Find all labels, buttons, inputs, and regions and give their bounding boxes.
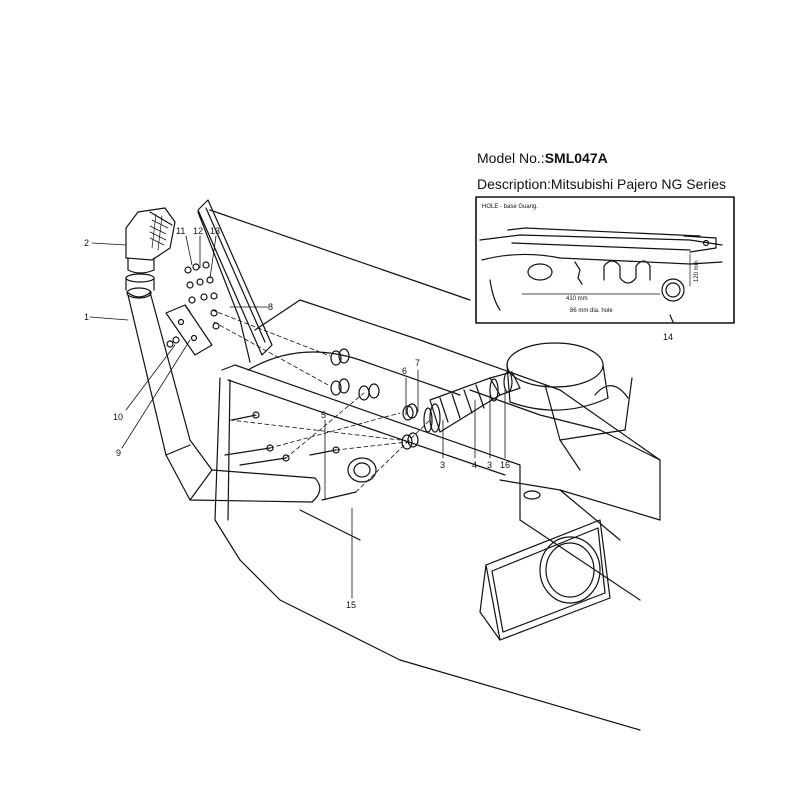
hood-outline	[254, 299, 661, 541]
callout-13: 13	[210, 226, 220, 236]
callout-15: 15	[346, 600, 356, 610]
bolt-stack	[166, 261, 220, 348]
callout-11: 11	[176, 226, 185, 236]
fender-studs	[224, 411, 357, 501]
inset-dim-horizontal: 410 mm	[566, 296, 588, 302]
windscreen-frame	[197, 199, 471, 363]
snorkel-body	[126, 287, 321, 503]
leader-lines	[89, 235, 506, 599]
callout-16: 16	[500, 460, 510, 470]
description-label: Description:	[477, 176, 551, 192]
callout-7: 7	[415, 358, 420, 368]
hole-position-inset	[475, 196, 735, 324]
callout-6: 6	[402, 366, 407, 376]
callout-12: 12	[193, 226, 203, 236]
air-ram-head	[125, 207, 176, 291]
alignment-lines	[211, 309, 431, 493]
fender-outline	[214, 351, 641, 731]
callout-4: 4	[472, 460, 477, 470]
inset-dim-vertical: 120 mm	[694, 260, 700, 282]
callout-14: 14	[663, 332, 673, 342]
callout-2: 2	[84, 238, 89, 248]
washer-nut-chain	[330, 348, 419, 450]
air-cleaner-box	[506, 342, 633, 471]
callout-1: 1	[84, 312, 89, 322]
callout-5: 5	[321, 410, 326, 420]
callout-3b: 3	[487, 460, 492, 470]
inset-title: HOLE - base Guang.	[482, 204, 538, 210]
inset-hole-note: 86 mm dia. hole	[570, 308, 613, 314]
mounting-bracket	[165, 304, 213, 356]
model-value: SML047A	[544, 150, 608, 166]
model-number-line: Model No.:SML047A	[477, 150, 608, 166]
callout-9: 9	[116, 448, 121, 458]
headlight-housing	[479, 519, 611, 641]
callout-8: 8	[268, 302, 273, 312]
hose-clamps	[423, 371, 513, 433]
callout-3a: 3	[440, 460, 445, 470]
description-value: Mitsubishi Pajero NG Series	[550, 176, 726, 192]
description-line: Description:Mitsubishi Pajero NG Series	[477, 176, 726, 192]
model-label: Model No.:	[477, 150, 545, 166]
fender-grommet	[347, 457, 377, 483]
callout-10: 10	[113, 412, 123, 422]
